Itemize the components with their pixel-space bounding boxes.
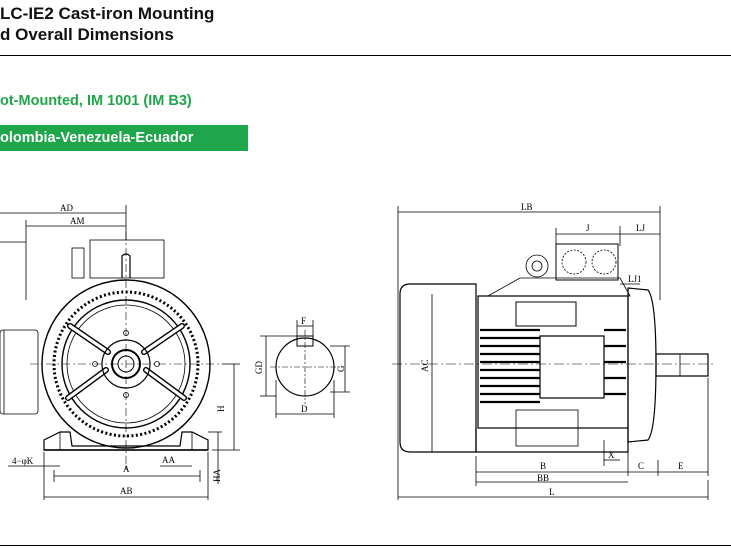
label-LJ: LJ: [636, 223, 645, 233]
label-A: A: [123, 464, 130, 474]
label-BB: BB: [537, 473, 549, 483]
label-C: C: [638, 461, 644, 471]
header-divider: [0, 55, 731, 56]
front-terminal-box: [89, 239, 165, 279]
label-B: B: [540, 461, 546, 471]
label-H: H: [216, 405, 226, 412]
shaft-section-labels: F GD G D: [254, 316, 346, 414]
label-AM: AM: [70, 216, 85, 226]
shaft-section: [260, 320, 350, 418]
label-GD: GD: [254, 361, 264, 374]
label-G: G: [336, 365, 346, 372]
title-line-1: LC-IE2 Cast-iron Mounting: [0, 4, 215, 23]
label-AB: AB: [120, 486, 133, 496]
label-HA: HA: [212, 469, 222, 482]
label-AC: AC: [420, 359, 430, 372]
front-view-labels: AD AM 4−φK A AA AB H HA: [12, 203, 226, 496]
label-J: J: [586, 223, 590, 233]
document-title: LC-IE2 Cast-iron Mounting d Overall Dime…: [0, 3, 214, 45]
label-X: X: [608, 450, 615, 460]
front-view: [0, 205, 240, 500]
footer-divider: [0, 545, 731, 546]
label-LJ1: LJ1: [628, 274, 642, 284]
front-feet: [43, 431, 209, 451]
side-view-labels: LB J LJ LJ1 AC B X C E BB L: [420, 202, 684, 497]
region-band-label: olombia-Venezuela-Ecuador: [0, 130, 194, 146]
side-view: [392, 206, 716, 500]
label-L: L: [549, 487, 555, 497]
region-band: olombia-Venezuela-Ecuador: [0, 125, 248, 151]
label-K: 4−φK: [12, 456, 34, 466]
label-LB: LB: [521, 202, 533, 212]
label-D: D: [301, 404, 308, 414]
mounting-subtitle: ot-Mounted, IM 1001 (IM B3): [0, 93, 192, 109]
side-terminal-box: [555, 243, 619, 281]
label-E: E: [678, 461, 684, 471]
label-AD: AD: [60, 203, 73, 213]
front-side-box: [0, 329, 39, 415]
label-F: F: [301, 316, 306, 326]
label-AA: AA: [162, 455, 175, 465]
title-line-2: d Overall Dimensions: [0, 25, 174, 44]
side-shaft: [655, 353, 709, 377]
fan-cover: [399, 283, 477, 453]
